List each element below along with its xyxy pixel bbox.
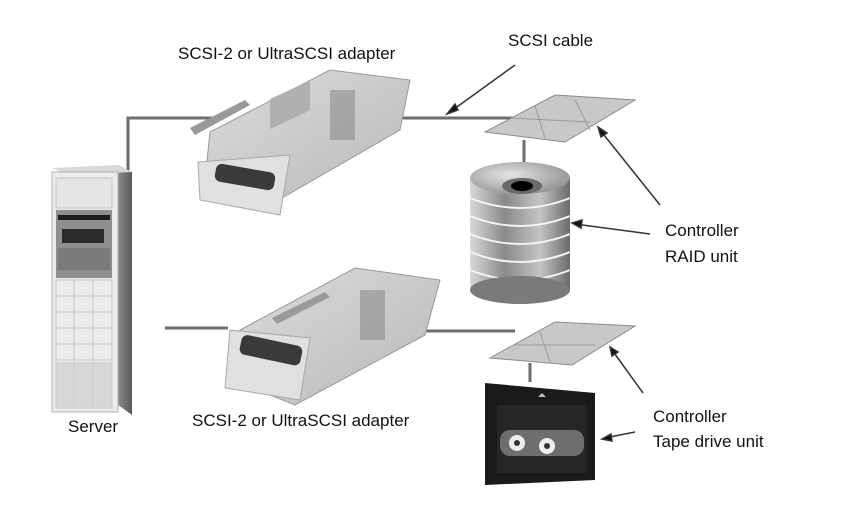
scsi-cable-top: [126, 116, 520, 178]
raid-controller-label: Controller: [665, 221, 739, 240]
tape-unit-arrow-head: [599, 432, 613, 442]
tape-controller-arrow: [611, 349, 644, 394]
adapter-card-bottom: [224, 267, 441, 406]
cable-arrow-head: [444, 102, 460, 116]
server-tower: [51, 165, 132, 415]
tape-controller-board: [488, 321, 637, 366]
raid-unit-arrow: [574, 223, 651, 235]
tape-unit-label: Tape drive unit: [653, 432, 764, 451]
cable-arrow: [449, 64, 516, 113]
raid-disk-stack: [469, 162, 571, 304]
raid-controller-arrow-head: [596, 125, 609, 139]
tape-controller-arrow-head: [608, 345, 620, 358]
raid-unit-label: RAID unit: [665, 247, 738, 266]
cable-label: SCSI cable: [508, 31, 594, 50]
adapter-top-label: SCSI-2 or UltraSCSI adapter: [178, 44, 396, 63]
tape-drive: [485, 383, 595, 485]
server-label: Server: [68, 417, 119, 436]
annotation-arrows: [444, 64, 661, 442]
adapter-card-top: [190, 69, 411, 216]
raid-controller-arrow: [599, 129, 661, 206]
raid-controller-board: [483, 94, 637, 143]
adapter-bottom-label: SCSI-2 or UltraSCSI adapter: [192, 411, 410, 430]
raid-unit-arrow-head: [570, 218, 583, 230]
tape-controller-label: Controller: [653, 407, 727, 426]
